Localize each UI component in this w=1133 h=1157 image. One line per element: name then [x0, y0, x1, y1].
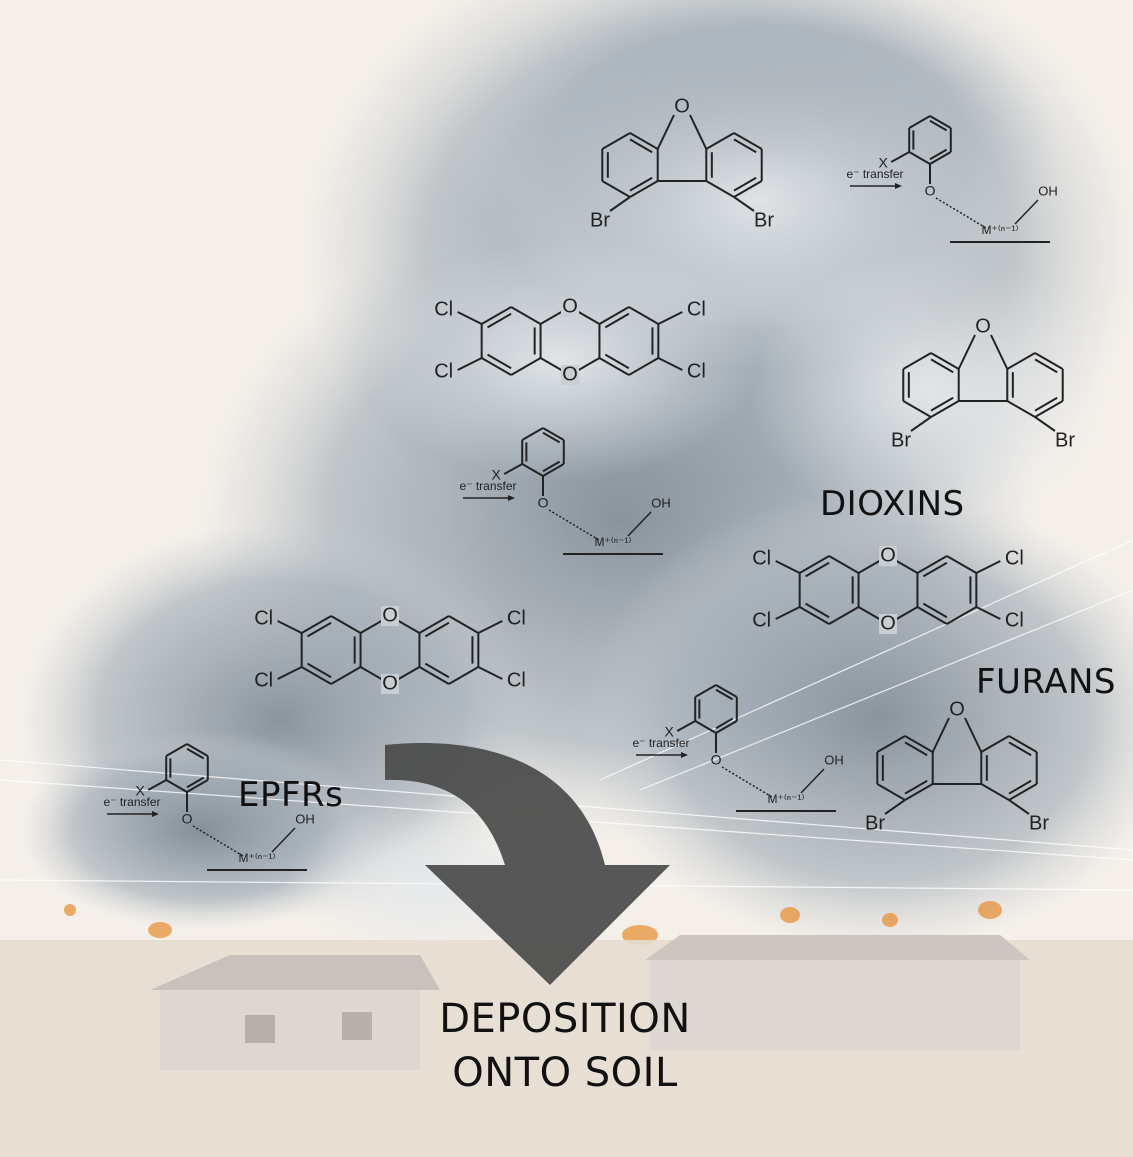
metal-center: M⁺⁽ⁿ⁻¹⁾ [595, 535, 632, 549]
oxygen-atom: O [949, 698, 965, 720]
chlorine-atom: Cl [752, 547, 771, 569]
dioxins-label: DIOXINS [820, 484, 965, 524]
oxygen-atom: O [880, 612, 896, 634]
furan-molecule: O Br Br [590, 95, 774, 231]
oxygen-atom: O [562, 295, 578, 317]
bromine-atom: Br [1055, 429, 1075, 451]
metal-center: M⁺⁽ⁿ⁻¹⁾ [982, 223, 1019, 237]
deposition-line-2: ONTO SOIL [452, 1050, 678, 1096]
epfr-molecule: X O M⁺⁽ⁿ⁻¹⁾ OH e⁻ transfer [103, 743, 315, 871]
chlorine-atom: Cl [434, 360, 453, 382]
furans-label: FURANS [976, 662, 1116, 702]
oxygen-atom: O [880, 544, 896, 566]
bromine-atom: Br [865, 812, 885, 834]
oxygen-atom: O [925, 183, 936, 199]
oxygen-atom: O [382, 604, 398, 626]
chlorine-atom: Cl [254, 669, 273, 691]
deposition-arrow [385, 742, 670, 985]
houses [150, 935, 1030, 1070]
epfr-molecule: X O M⁺⁽ⁿ⁻¹⁾ OH e⁻ transfer [632, 684, 844, 812]
bromine-atom: Br [754, 209, 774, 231]
chlorine-atom: Cl [254, 607, 273, 629]
oxygen-atom: O [711, 752, 722, 768]
oxygen-atom: O [382, 672, 398, 694]
epfrs-label: EPFRs [238, 775, 344, 815]
bromine-atom: Br [1029, 812, 1049, 834]
metal-center: M⁺⁽ⁿ⁻¹⁾ [768, 792, 805, 806]
electron-transfer-label: e⁻ transfer [459, 479, 516, 493]
deposition-label: DEPOSITION ONTO SOIL [410, 992, 720, 1100]
oxygen-atom: O [674, 95, 690, 117]
electron-transfer-label: e⁻ transfer [632, 736, 689, 750]
electron-transfer-label: e⁻ transfer [103, 795, 160, 809]
chlorine-atom: Cl [507, 669, 526, 691]
substituent-x: X [879, 155, 889, 171]
smoke-plume [20, 0, 1133, 960]
chlorine-atom: Cl [507, 607, 526, 629]
hydroxyl-group: OH [295, 811, 315, 826]
substituent-x: X [665, 724, 675, 740]
chlorine-atom: Cl [1005, 547, 1024, 569]
furan-molecule: O Br Br [865, 698, 1049, 834]
bromine-atom: Br [590, 209, 610, 231]
epfr-molecule: X O M⁺⁽ⁿ⁻¹⁾ OH e⁻ transfer [459, 427, 671, 555]
oxygen-atom: O [562, 363, 578, 385]
metal-center: M⁺⁽ⁿ⁻¹⁾ [239, 851, 276, 865]
chlorine-atom: Cl [1005, 609, 1024, 631]
hydroxyl-group: OH [651, 495, 671, 510]
chlorine-atom: Cl [687, 298, 706, 320]
chlorine-atom: Cl [434, 298, 453, 320]
substituent-x: X [136, 783, 146, 799]
chlorine-atom: Cl [687, 360, 706, 382]
oxygen-atom: O [182, 811, 193, 827]
deposition-line-1: DEPOSITION [439, 996, 691, 1042]
chlorine-atom: Cl [752, 609, 771, 631]
hydroxyl-group: OH [1038, 183, 1058, 198]
substituent-x: X [492, 467, 502, 483]
oxygen-atom: O [975, 315, 991, 337]
electron-transfer-label: e⁻ transfer [846, 167, 903, 181]
bromine-atom: Br [891, 429, 911, 451]
oxygen-atom: O [538, 495, 549, 511]
epfr-molecule: X O M⁺⁽ⁿ⁻¹⁾ OH e⁻ transfer [846, 115, 1058, 243]
furan-molecule: O Br Br [891, 315, 1075, 451]
hydroxyl-group: OH [824, 752, 844, 767]
